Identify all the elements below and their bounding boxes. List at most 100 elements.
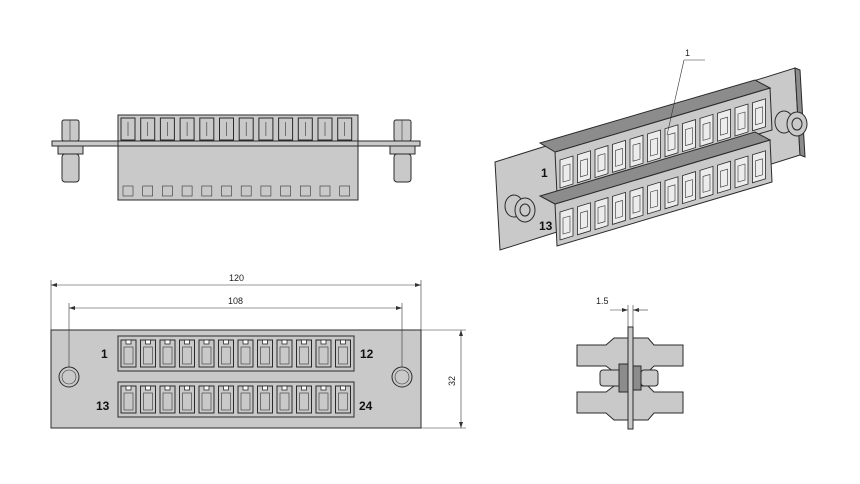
top-view-slot: [120, 117, 136, 141]
isometric-view: 1 1 13: [494, 48, 808, 251]
front-view: 1 12 13 24 120 108 32: [50, 273, 466, 429]
top-view-left-screw: [57, 119, 84, 183]
side-view-dim-thickness: 1.5: [596, 296, 648, 327]
front-view-lower-row: [117, 381, 355, 418]
svg-text:1.5: 1.5: [596, 296, 609, 306]
front-view-label-24: 24: [359, 399, 373, 413]
iso-view-port: [629, 186, 644, 220]
iso-view-port: [664, 124, 679, 158]
top-view-slot: [238, 117, 254, 141]
iso-view-port: [717, 108, 731, 142]
front-view-port-latch: [340, 339, 346, 345]
top-view-slot: [159, 117, 175, 141]
front-view-port-latch: [242, 385, 249, 391]
front-view-label-1: 1: [101, 347, 108, 361]
top-view-port-latch: [240, 185, 252, 197]
front-view-port-latch: [203, 385, 210, 391]
iso-view-upper-ports: [559, 98, 766, 189]
front-view-port-latch: [164, 385, 171, 391]
iso-view-port: [682, 171, 696, 205]
iso-view-port: [559, 155, 574, 189]
top-view-port-latch: [181, 185, 193, 197]
iso-view-lower-ports: [559, 150, 766, 241]
top-view-port-latch: [319, 185, 331, 197]
front-view-port-latch: [184, 339, 190, 345]
iso-view-port: [699, 165, 714, 199]
top-view-port-slots: [120, 117, 353, 197]
front-view-dim-height: 32: [421, 329, 466, 429]
front-view-port-latch: [145, 339, 151, 345]
top-view-port-latch: [201, 185, 213, 197]
top-view-slot: [337, 117, 353, 141]
iso-view-port: [752, 98, 766, 132]
front-view-port-latch: [320, 339, 327, 345]
top-view-port-latch: [299, 185, 311, 197]
svg-text:120: 120: [229, 273, 244, 283]
front-view-port-latch: [184, 385, 190, 391]
iso-view-port: [752, 150, 766, 184]
front-view-port-latch: [301, 385, 307, 391]
front-view-label-13: 13: [96, 399, 110, 413]
iso-view-port: [612, 139, 626, 173]
front-view-port-latch: [301, 339, 307, 345]
iso-view-callout-leader: [666, 59, 685, 136]
top-view-slot: [199, 117, 215, 141]
side-view-plate: [627, 326, 634, 430]
front-view-port-latch: [281, 339, 288, 345]
top-view-slot: [219, 117, 234, 141]
top-view-port-latch: [142, 185, 153, 197]
front-view-port-latch: [164, 339, 171, 345]
iso-view-port: [664, 176, 679, 210]
top-view-slot: [297, 117, 313, 141]
top-view: [51, 114, 421, 201]
top-view-port-latch: [260, 185, 272, 197]
iso-view-port: [577, 150, 591, 184]
front-view-port-latch: [242, 339, 249, 345]
iso-view-port: [647, 181, 661, 215]
iso-view-left-screw: [504, 194, 536, 223]
side-view-lower-adapter: [576, 385, 629, 421]
front-view-port-latch: [125, 339, 132, 345]
iso-view-port: [717, 160, 731, 194]
side-view-screw: [599, 363, 659, 393]
iso-view-right-screw: [774, 110, 808, 137]
iso-view-port: [559, 207, 574, 241]
top-view-slot: [278, 117, 294, 141]
front-view-ports: [120, 339, 351, 414]
front-view-dim-overall: 120: [50, 273, 422, 330]
iso-view-port: [594, 197, 609, 231]
front-view-upper-row: [117, 335, 355, 372]
front-view-port-latch: [262, 385, 268, 391]
top-view-right-screw: [389, 119, 416, 183]
top-view-slot: [317, 117, 333, 141]
front-view-label-12: 12: [360, 347, 374, 361]
front-view-port-latch: [340, 385, 346, 391]
iso-view-port-label-top: 1: [541, 166, 548, 180]
front-view-dim-holes: 108: [68, 296, 403, 367]
iso-view-port: [682, 119, 696, 153]
svg-text:32: 32: [447, 376, 457, 386]
top-view-port-latch: [280, 185, 291, 197]
iso-view-port: [577, 202, 591, 236]
front-view-port-latch: [223, 385, 229, 391]
front-view-port-latch: [262, 339, 268, 345]
iso-view-port-label-bottom: 13: [539, 219, 553, 233]
iso-view-port: [647, 129, 661, 163]
top-view-port-latch: [162, 185, 173, 197]
top-view-slot: [140, 117, 156, 141]
front-view-port-latch: [223, 339, 229, 345]
front-view-port-latch: [281, 385, 288, 391]
iso-view-port: [594, 145, 609, 179]
top-view-slot: [258, 117, 274, 141]
front-view-port-latch: [203, 339, 210, 345]
iso-view-port: [734, 103, 749, 137]
iso-view-port: [734, 155, 749, 189]
front-view-port-latch: [145, 385, 151, 391]
side-view: 1.5: [576, 296, 684, 430]
top-view-port-latch: [122, 185, 134, 197]
svg-text:108: 108: [228, 296, 243, 306]
front-view-port-latch: [320, 385, 327, 391]
top-view-port-latch: [339, 185, 351, 197]
iso-view-port: [699, 113, 714, 147]
